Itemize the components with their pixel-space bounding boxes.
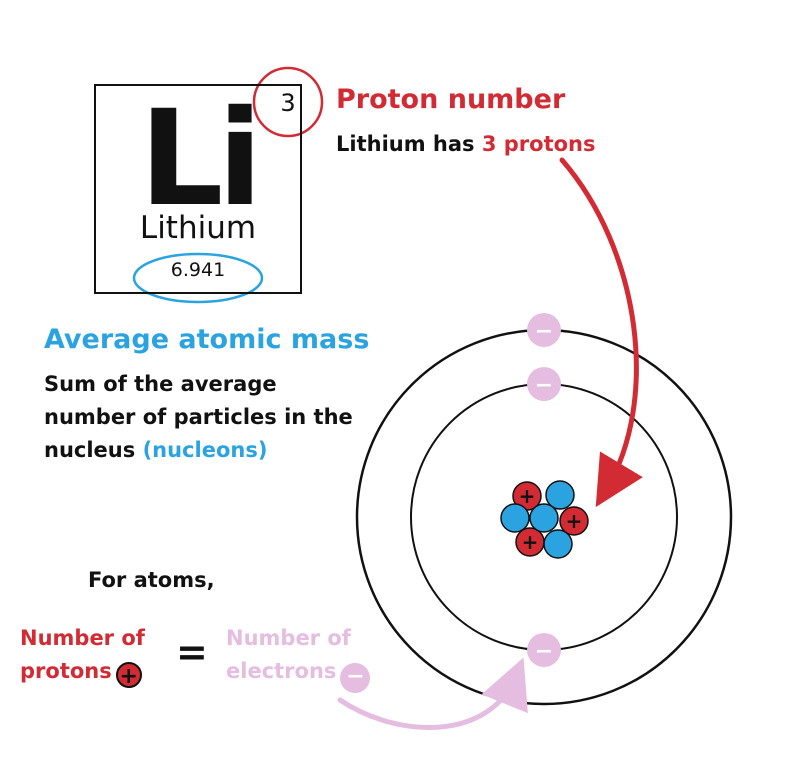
mass-desc-line3: nucleus (nucleons) (44, 434, 384, 467)
proton-desc-highlight: 3 protons (481, 132, 596, 156)
electron-badge-icon: − (340, 663, 371, 693)
mass-desc-prefix: nucleus (44, 438, 143, 462)
proton-number-title: Proton number (336, 84, 566, 115)
mass-desc-line1: Sum of the average (44, 372, 277, 396)
equation-intro: For atoms, (88, 568, 215, 592)
equals-sign: = (176, 630, 208, 674)
element-tile (94, 84, 302, 294)
neutron (543, 529, 573, 559)
proton-desc-prefix: Lithium has (336, 132, 482, 156)
equation-left-line1: Number of (20, 626, 145, 650)
proton-sign: + (522, 530, 539, 554)
nucleus: + + + (500, 480, 589, 559)
equation-right-line2: electrons− (226, 655, 371, 693)
electron-inner-top: − (527, 367, 561, 401)
proton-arrow (559, 157, 643, 508)
element-symbol: Li (139, 82, 262, 236)
electron-outer-top: − (527, 313, 561, 347)
electron-sign: − (535, 373, 553, 398)
equation-right-line2-text: electrons (226, 659, 337, 683)
equation-left: Number of protons+ (20, 622, 145, 689)
proton-sign: + (519, 484, 536, 508)
neutron (545, 480, 575, 510)
proton: + (515, 527, 545, 557)
neutron (529, 503, 559, 533)
mass-desc-line2: number of particles in the (44, 405, 353, 429)
atomic-mass-ellipse (132, 252, 264, 304)
equation-right-line1: Number of (226, 626, 351, 650)
atomic-mass-title: Average atomic mass (44, 324, 370, 355)
proton-number-circle (252, 66, 324, 138)
electron-sign: − (535, 319, 553, 344)
atomic-number-value: 3 (280, 89, 296, 117)
electron-arrow (337, 657, 528, 731)
proton: + (512, 481, 542, 511)
proton-sign: + (566, 509, 583, 533)
equation-right: Number of electrons− (226, 622, 371, 693)
equation-left-line2: protons+ (20, 655, 145, 689)
proton: + (559, 506, 589, 536)
neutron (500, 503, 530, 533)
electron-sign: − (535, 639, 553, 664)
equation-left-line2-text: protons (20, 659, 112, 683)
mass-desc-highlight: (nucleons) (142, 438, 268, 462)
atomic-mass-desc: Sum of the average number of particles i… (44, 368, 384, 467)
electron-inner-bottom: − (527, 633, 561, 667)
atomic-mass-value: 6.941 (170, 259, 226, 281)
element-name: Lithium (139, 210, 257, 246)
proton-badge-icon: + (115, 662, 142, 689)
proton-number-desc: Lithium has 3 protons (336, 128, 596, 160)
